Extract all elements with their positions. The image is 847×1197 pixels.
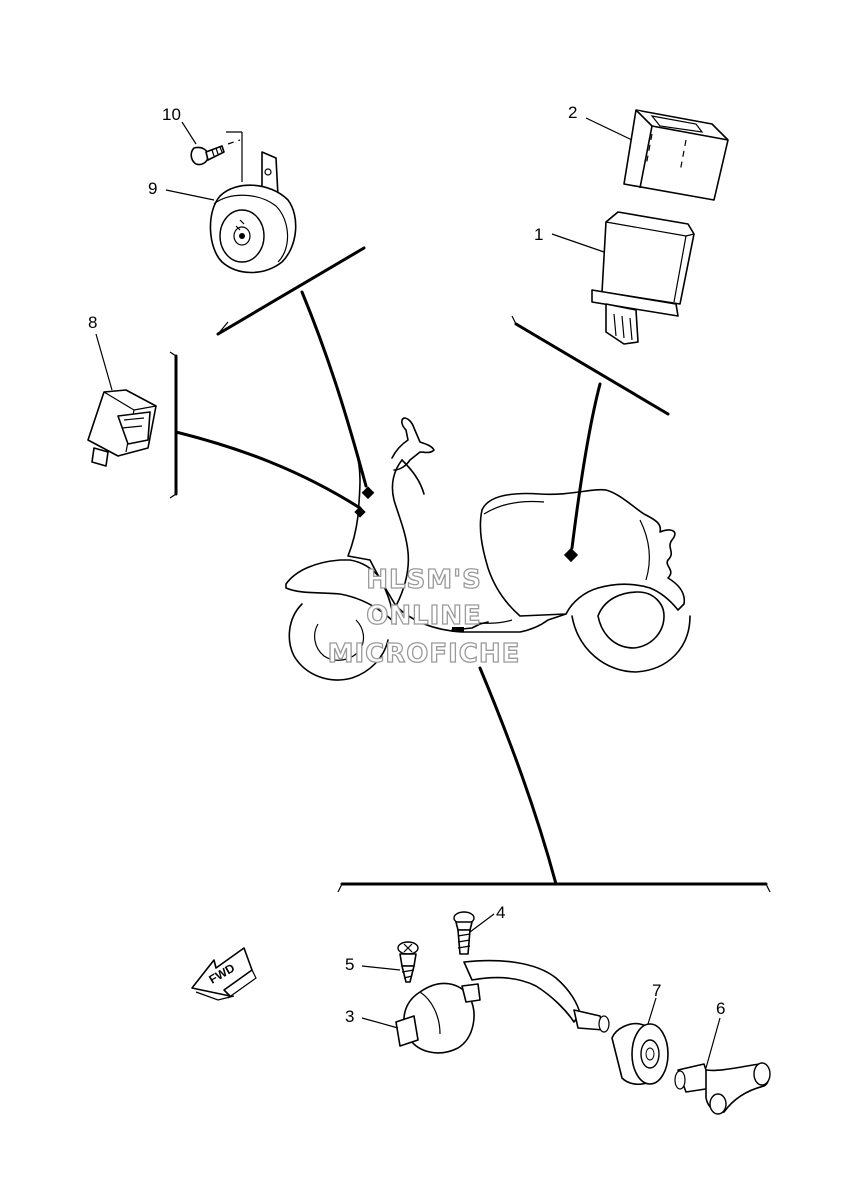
part-3-ignition-coil	[395, 959, 610, 1054]
part-8-flasher	[87, 389, 157, 467]
callout-9: 9	[148, 179, 157, 198]
part-9-horn	[209, 151, 297, 274]
callout-6: 6	[716, 999, 725, 1018]
part-5-screw	[397, 941, 419, 983]
part-10-bolt	[190, 131, 243, 182]
callout-3: 3	[345, 1007, 354, 1026]
leader-lines	[169, 246, 771, 893]
callout-4: 4	[496, 903, 505, 922]
callout-7: 7	[652, 981, 661, 1000]
watermark-line-1: HLSM'S	[366, 565, 482, 595]
part-1-relay	[591, 211, 695, 345]
callout-leaders	[95, 117, 721, 1069]
part-2-cover	[623, 109, 729, 201]
callout-8: 8	[88, 313, 97, 332]
part-4-screw	[453, 911, 475, 955]
watermark: HLSM'S ONLINE MICROFICHE	[327, 564, 521, 669]
callout-1: 1	[534, 225, 543, 244]
callout-2: 2	[568, 103, 577, 122]
part-6-plug-cap	[674, 1062, 771, 1115]
watermark-line-3: MICROFICHE	[328, 639, 521, 669]
fwd-direction-arrow: FWD	[191, 947, 257, 1001]
callout-10: 10	[162, 105, 181, 124]
part-7-seal	[611, 1022, 669, 1085]
callout-5: 5	[345, 955, 354, 974]
callout-numbers: 10 9 2 1 8 4 5 3 7 6	[88, 103, 725, 1026]
scooter-outline	[285, 417, 691, 681]
watermark-line-2: ONLINE	[366, 601, 482, 631]
